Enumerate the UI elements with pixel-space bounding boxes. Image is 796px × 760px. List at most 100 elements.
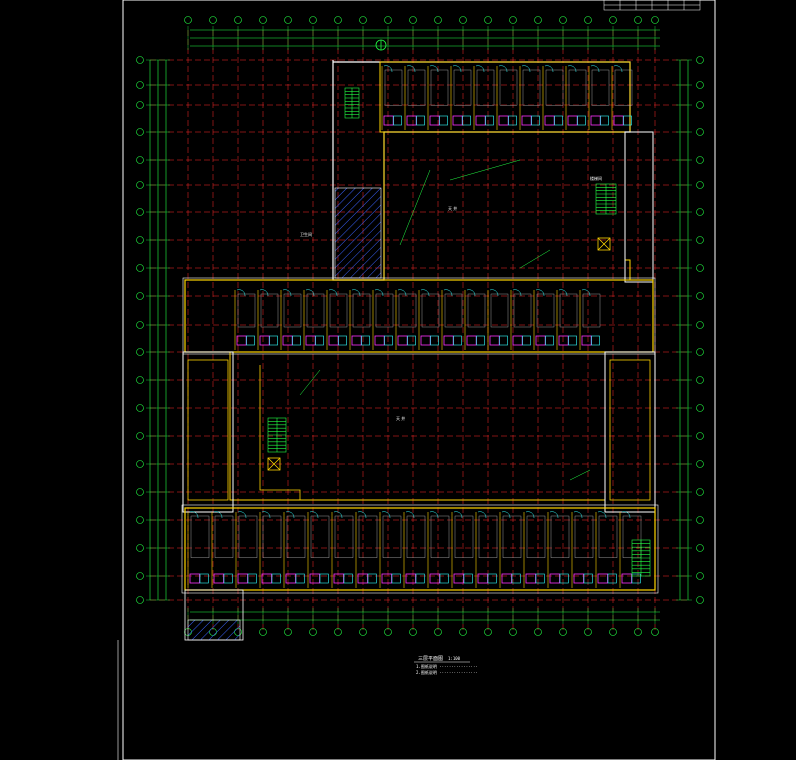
axis-bubble (384, 16, 392, 24)
sink-fixture (631, 573, 641, 584)
bath-fixture (590, 115, 601, 126)
axis-bubble (509, 16, 517, 24)
axis-bubble (696, 376, 704, 384)
room-fixture (430, 69, 449, 106)
door-swing (466, 289, 476, 297)
axis-bubble (136, 81, 144, 89)
sink-fixture (246, 335, 255, 346)
axis-bubble (696, 128, 704, 136)
room-fixture (398, 293, 417, 328)
door-swing (535, 289, 545, 297)
door-swing (259, 289, 269, 297)
bath-fixture (406, 115, 417, 126)
axis-bubble (359, 628, 367, 636)
sink-fixture (271, 573, 281, 584)
axis-bubble (534, 16, 542, 24)
stair-note-label: 楼梯间 (590, 175, 602, 181)
room-fixture (513, 293, 532, 328)
axis-bubble (459, 628, 467, 636)
axis-bubble (696, 156, 704, 164)
leader-lines (299, 159, 591, 481)
axis-bubble (136, 56, 144, 64)
sink-fixture (583, 573, 593, 584)
room-fixture (536, 293, 555, 328)
bath-fixture (549, 573, 561, 584)
axis-bubble (284, 628, 292, 636)
axis-bubble (136, 596, 144, 604)
room-fixture (499, 69, 518, 106)
room-fixture (559, 293, 578, 328)
sink-fixture (338, 335, 347, 346)
room-fixture (574, 515, 594, 558)
sink-fixture (591, 335, 600, 346)
door-swing (305, 289, 315, 297)
bath-fixture (383, 115, 394, 126)
sink-fixture (531, 115, 540, 126)
sink-fixture (623, 115, 632, 126)
axis-bubble (209, 16, 217, 24)
bath-fixture (189, 573, 201, 584)
bath-fixture (328, 335, 339, 346)
door-swing (189, 511, 199, 519)
axis-bubble (509, 628, 517, 636)
axis-bubble (634, 16, 642, 24)
door-swing (621, 511, 631, 519)
building-walls (181, 60, 659, 641)
bath-note-label: 卫生间 (300, 231, 312, 237)
room-fixture (382, 515, 402, 558)
axis-bubble (309, 628, 317, 636)
room-fixture (358, 515, 378, 558)
axis-bubble (696, 81, 704, 89)
axis-bubble (559, 628, 567, 636)
axis-bubble (309, 16, 317, 24)
sink-fixture (319, 573, 329, 584)
axis-bubble (634, 628, 642, 636)
door-swing (328, 289, 338, 297)
room-fixture (214, 515, 234, 558)
bath-fixture (558, 335, 569, 346)
door-swing (573, 511, 583, 519)
sink-fixture (511, 573, 521, 584)
plan-note-1: 1.图纸说明 ················ (416, 663, 478, 669)
door-swing (406, 65, 416, 73)
bath-fixture (477, 573, 489, 584)
bath-fixture (443, 335, 454, 346)
room-fixture (453, 69, 472, 106)
door-swing (452, 65, 462, 73)
bath-fixture (498, 115, 509, 126)
room-fixture (310, 515, 330, 558)
axis-bubble (384, 628, 392, 636)
room-fixture (444, 293, 463, 328)
axis-bubble (136, 321, 144, 329)
door-swing (429, 65, 439, 73)
axis-bubble (696, 292, 704, 300)
sink-fixture (367, 573, 377, 584)
plan-title: 三层平面图 (418, 656, 443, 662)
bath-fixture (236, 335, 247, 346)
bath-fixture (429, 573, 441, 584)
door-swing (549, 511, 559, 519)
sink-fixture (247, 573, 257, 584)
axis-bubble (696, 101, 704, 109)
door-swing (285, 511, 295, 519)
bath-fixture (512, 335, 523, 346)
axis-bubble (459, 16, 467, 24)
door-swing (374, 289, 384, 297)
door-swing (477, 511, 487, 519)
bath-fixture (397, 335, 408, 346)
door-swing (381, 511, 391, 519)
room-fixture (502, 515, 522, 558)
axis-bubble (651, 628, 659, 636)
rooms-lower-wing (187, 511, 642, 588)
room-fixture (384, 69, 403, 106)
axis-bubble (651, 16, 659, 24)
room-labels: 天 井 天 井 楼梯间 卫生间 (300, 175, 602, 421)
sink-fixture (487, 573, 497, 584)
sink-fixture (577, 115, 586, 126)
sink-fixture (292, 335, 301, 346)
sink-fixture (295, 573, 305, 584)
bath-fixture (282, 335, 293, 346)
axis-bubble (434, 628, 442, 636)
axis-bubble (136, 404, 144, 412)
axis-bubble (136, 292, 144, 300)
